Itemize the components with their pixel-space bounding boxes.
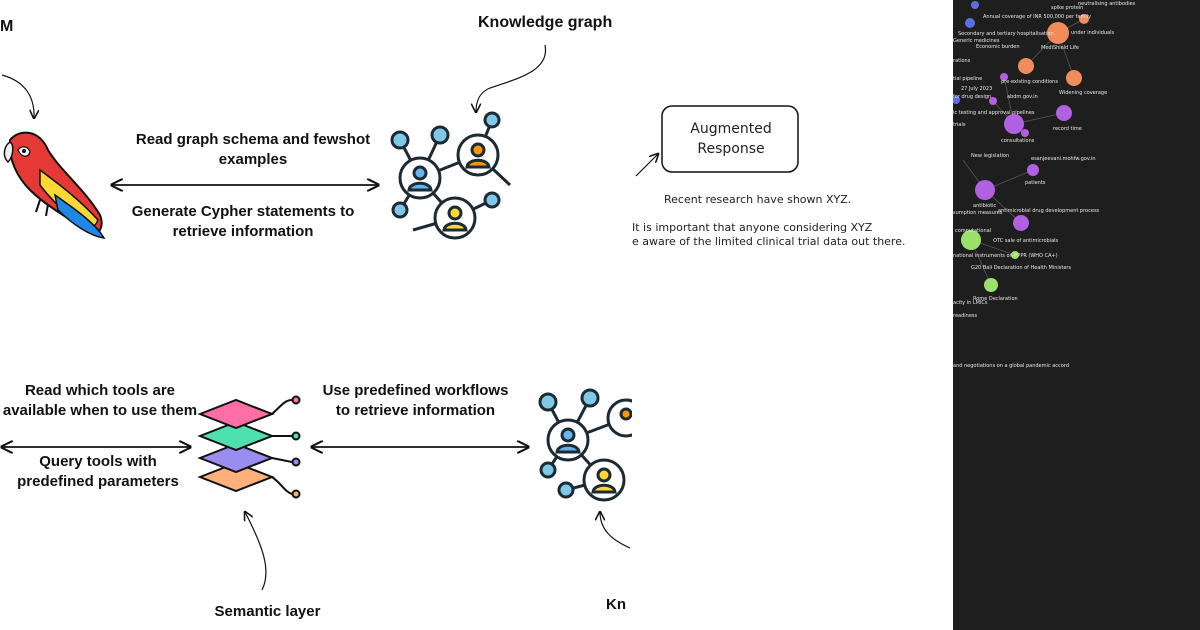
- graph-label: tial pipeline: [953, 76, 983, 82]
- semantic-layer-label: Semantic layer: [214, 603, 321, 620]
- graph-label: neutralising antibodies: [1078, 1, 1136, 7]
- graph-label: Rome Declaration: [973, 296, 1018, 302]
- diagram-canvas: [0, 44, 799, 591]
- graph-label: OTC sale of antimicrobials: [993, 238, 1059, 244]
- left-text-top: Read which tools are available when to u…: [2, 382, 198, 419]
- graph-label: G20 Bali Declaration of Health Ministers: [971, 265, 1072, 271]
- graph-label: patients: [1025, 180, 1046, 186]
- graph-label: ic testing and approval pipelines: [953, 110, 1035, 116]
- graph-label: national instruments on PPPR (WHO CA+): [953, 253, 1058, 259]
- kg-label-bottom: Kn: [606, 596, 626, 613]
- graph-label: for drug design: [953, 94, 992, 100]
- graph-label: consultations: [1001, 138, 1035, 144]
- semantic-layer-icon: [197, 395, 301, 499]
- graph-label: spike protein: [1051, 5, 1084, 11]
- graph-label: readiness: [953, 313, 978, 319]
- kg-label: Knowledge graph: [478, 14, 613, 31]
- graph-label: acity in LMICs: [953, 300, 988, 306]
- graph-label: esanjeevani.mohfw.gov.in: [1031, 156, 1096, 162]
- graph-label: 27 July 2023: [961, 86, 993, 92]
- graph-label: rations: [953, 58, 971, 64]
- graph-label: antimicrobial drug development process: [998, 208, 1100, 214]
- knowledge-graph-icon-bottom: [538, 388, 646, 502]
- graph-label: computational: [955, 228, 992, 234]
- graph-label: Widening coverage: [1059, 90, 1108, 96]
- graph-label: antibiotic: [973, 203, 997, 209]
- graph-label: trials: [953, 122, 966, 128]
- knowledge-graph-icon: [390, 111, 512, 240]
- graph-label: record time: [1053, 126, 1082, 132]
- graph-label: Annual coverage of INR 500,000 per famil…: [983, 14, 1092, 20]
- graph-label: and negotiations on a global pandemic ac…: [953, 363, 1069, 369]
- graph-label: under individuals: [1071, 30, 1115, 36]
- response-line-2: It is important that anyone considering …: [632, 221, 873, 234]
- graph-label: pre-existing conditions: [1001, 79, 1058, 85]
- graph-label: New legislation: [971, 153, 1010, 159]
- graph-label: abdm.gov.in: [1007, 94, 1038, 100]
- right-text: Use predefined workflows to retrieve inf…: [322, 382, 509, 419]
- response-line-1: Recent research have shown XYZ.: [664, 193, 852, 206]
- llm-label: M: [0, 18, 14, 35]
- graph-canvas[interactable]: [953, 0, 1200, 630]
- graph-label: Secondary and tertiary hospitalisation: [958, 31, 1054, 37]
- arrow-text-bottom: Generate Cypher statements to retrieve i…: [131, 203, 355, 240]
- left-text-bottom: Query tools with predefined parameters: [17, 453, 179, 490]
- graph-label: Generic medicines: [953, 38, 1000, 44]
- response-box: [661, 105, 799, 173]
- graph-visualization-panel[interactable]: neutralising antibodies spike protein An…: [953, 0, 1200, 630]
- graph-label: MediShield Life: [1041, 45, 1079, 51]
- arrow-text-top: Read graph schema and fewshot examples: [135, 131, 371, 168]
- parrot-icon: [3, 131, 106, 239]
- response-line-3: e aware of the limited clinical trial da…: [632, 235, 906, 248]
- graph-label: sumption measures: [953, 210, 1003, 216]
- graph-label: Economic burden: [976, 44, 1020, 50]
- response-box-text: Augmented Response: [690, 121, 772, 157]
